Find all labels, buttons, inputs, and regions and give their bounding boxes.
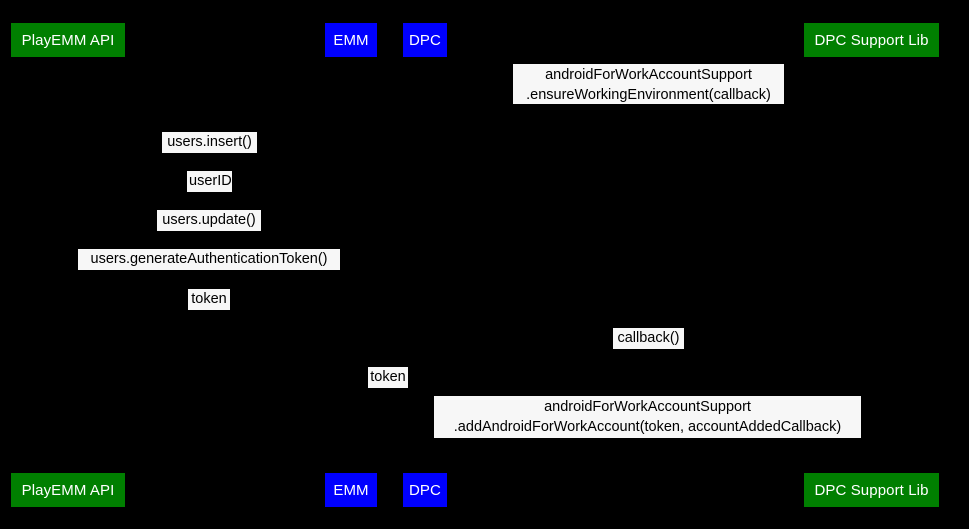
participant-label: DPC xyxy=(409,481,441,499)
participant-label: EMM xyxy=(333,481,369,499)
message-line: androidForWorkAccountSupport xyxy=(545,67,752,83)
message-line: users.generateAuthenticationToken() xyxy=(90,251,328,267)
participant-label: PlayEMM API xyxy=(21,31,115,49)
message-line: token xyxy=(370,369,406,385)
message-line: token xyxy=(191,291,227,307)
participant-emm-top[interactable]: EMM xyxy=(325,23,377,57)
message-label-callback: callback() xyxy=(613,328,684,349)
participant-label: EMM xyxy=(333,31,369,49)
message-line: userID xyxy=(189,173,232,189)
message-label-token-to-emm: token xyxy=(188,289,230,310)
message-line: .addAndroidForWorkAccount(token, account… xyxy=(453,418,842,435)
participant-emm-bottom[interactable]: EMM xyxy=(325,473,377,507)
message-line: users.insert() xyxy=(167,134,252,150)
participant-label: DPC Support Lib xyxy=(814,31,929,49)
message-line: androidForWorkAccountSupport xyxy=(544,399,751,415)
message-label-users-insert: users.insert() xyxy=(162,132,257,153)
participant-dpc-support-lib-top[interactable]: DPC Support Lib xyxy=(804,23,939,57)
participant-label: DPC xyxy=(409,31,441,49)
participant-dpc-top[interactable]: DPC xyxy=(403,23,447,57)
message-line: callback() xyxy=(617,330,680,346)
message-label-user-id: userID xyxy=(187,171,232,192)
message-label-users-update: users.update() xyxy=(157,210,261,231)
participant-label: PlayEMM API xyxy=(21,481,115,499)
message-line: users.update() xyxy=(162,212,256,228)
message-label-users-generate-authentication-token: users.generateAuthenticationToken() xyxy=(78,249,340,270)
message-line: .ensureWorkingEnvironment(callback) xyxy=(526,86,771,103)
participant-dpc-support-lib-bottom[interactable]: DPC Support Lib xyxy=(804,473,939,507)
message-label-add-android-for-work-account: androidForWorkAccountSupport .addAndroidF… xyxy=(434,396,861,438)
participant-playemm-api-top[interactable]: PlayEMM API xyxy=(11,23,125,57)
message-label-ensure-working-environment: androidForWorkAccountSupport .ensureWorki… xyxy=(513,64,784,104)
participant-playemm-api-bottom[interactable]: PlayEMM API xyxy=(11,473,125,507)
participant-dpc-bottom[interactable]: DPC xyxy=(403,473,447,507)
participant-label: DPC Support Lib xyxy=(814,481,929,499)
message-label-token-to-dpc: token xyxy=(368,367,408,388)
